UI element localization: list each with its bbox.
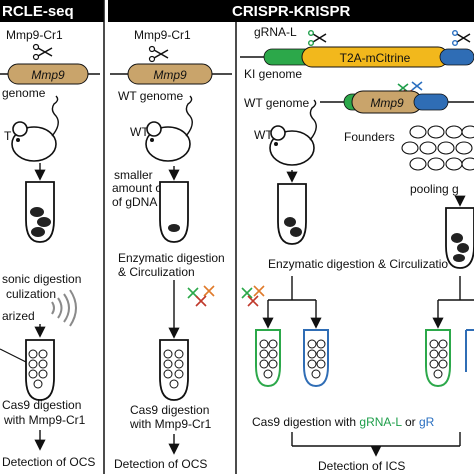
left-genome-label: genome [2,86,46,100]
right-wt-right-arm [413,93,449,111]
right-cas9-prefix: Cas9 digestion with [252,415,359,429]
right-tube-wt-contents [284,217,302,237]
header-right-title: CRISPR-KRISPR [232,3,351,20]
left-gene-label: Mmp9 [31,68,65,82]
middle-genome-label: WT genome [118,89,183,103]
header-bar-left [0,0,104,22]
middle-step1-text: Enzymatic digestion [118,251,225,265]
left-grna-label: Mmp9-Cr1 [6,28,63,42]
right-grna-l-scissors-icon [307,29,327,46]
right-founders-label: Founders [344,130,395,144]
right-grna-r-scissors-icon [451,29,471,46]
right-enzyme-scissors-icon [241,285,265,307]
left-step1b-text: culization [6,287,56,301]
right-tube-green-b [425,329,451,388]
middle-tube-2 [159,339,189,401]
right-pooling-label: pooling g [410,182,459,196]
middle-note-line2: amount of [112,181,166,195]
middle-grna-label: Mmp9-Cr1 [134,28,191,42]
left-pointer-line [0,348,27,363]
right-ki-right-arm [439,48,474,66]
middle-grna-scissors-icon [148,45,169,63]
middle-gene-box [127,63,213,85]
middle-mouse-icon [145,95,194,162]
right-grna-l-label: gRNA-L [254,25,297,39]
middle-cas9-line2: with Mmp9-Cr1 [129,417,212,431]
middle-tube-1 [159,181,189,243]
right-wt-gene-label: Mmp9 [370,96,404,110]
right-tube-green-a [255,329,281,388]
left-mouse-label: T [4,129,12,143]
left-sonication-wave-icon [51,289,77,327]
right-wt-mouse-label: WT [254,128,273,142]
right-tube-blue-a [303,329,329,388]
middle-cas9-line1: Cas9 digestion [130,403,209,417]
right-cas9-or: or [402,415,419,429]
left-step1-text: sonic digestion [2,272,81,286]
left-gene-box [7,63,89,85]
left-detect-text: Detection of OCS [2,455,95,469]
right-t2a-label: T2A-mCitrine [340,51,411,65]
middle-tube-1-contents [168,224,180,232]
right-founders-mice-icon [401,125,474,171]
left-grna-scissors-icon [32,43,53,61]
right-tube-blue-b-partial [465,329,474,372]
middle-tube-2-circles [163,349,184,389]
left-tube-2-circles [28,349,48,389]
right-wt-genome-label: WT genome [244,96,309,110]
middle-detect-text: Detection of OCS [114,457,207,471]
header-left-title: RCLE-seq [2,3,74,20]
middle-mouse-label: WT [130,125,149,139]
right-cas9-line: Cas9 digestion with gRNA-L or gR [252,415,435,429]
left-tube-1-contents [30,207,51,237]
right-tube-founders-contents [451,233,469,262]
left-step2-text: arized [2,309,35,323]
left-mouse-icon [11,95,60,162]
right-cas9-grna-l: gRNA-L [359,415,402,429]
middle-gene-label: Mmp9 [153,68,187,82]
left-cas9-line1: Cas9 digestion [2,398,81,412]
right-ki-genome-label: KI genome [244,67,302,81]
header-bar-right [108,0,474,22]
middle-note-line3: of gDNA [112,195,157,209]
right-cas9-grna-r: gR [419,415,435,429]
middle-note-line1: smaller [114,168,153,182]
right-step-text: Enzymatic digestion & Circulizatio [268,257,448,271]
middle-enzyme-scissors-icon [187,285,215,307]
left-tube-2 [25,339,55,401]
middle-step1b-text: & Circulization [118,265,195,279]
right-detect-text: Detection of ICS [318,459,405,473]
left-cas9-line2: with Mmp9-Cr1 [3,413,86,427]
